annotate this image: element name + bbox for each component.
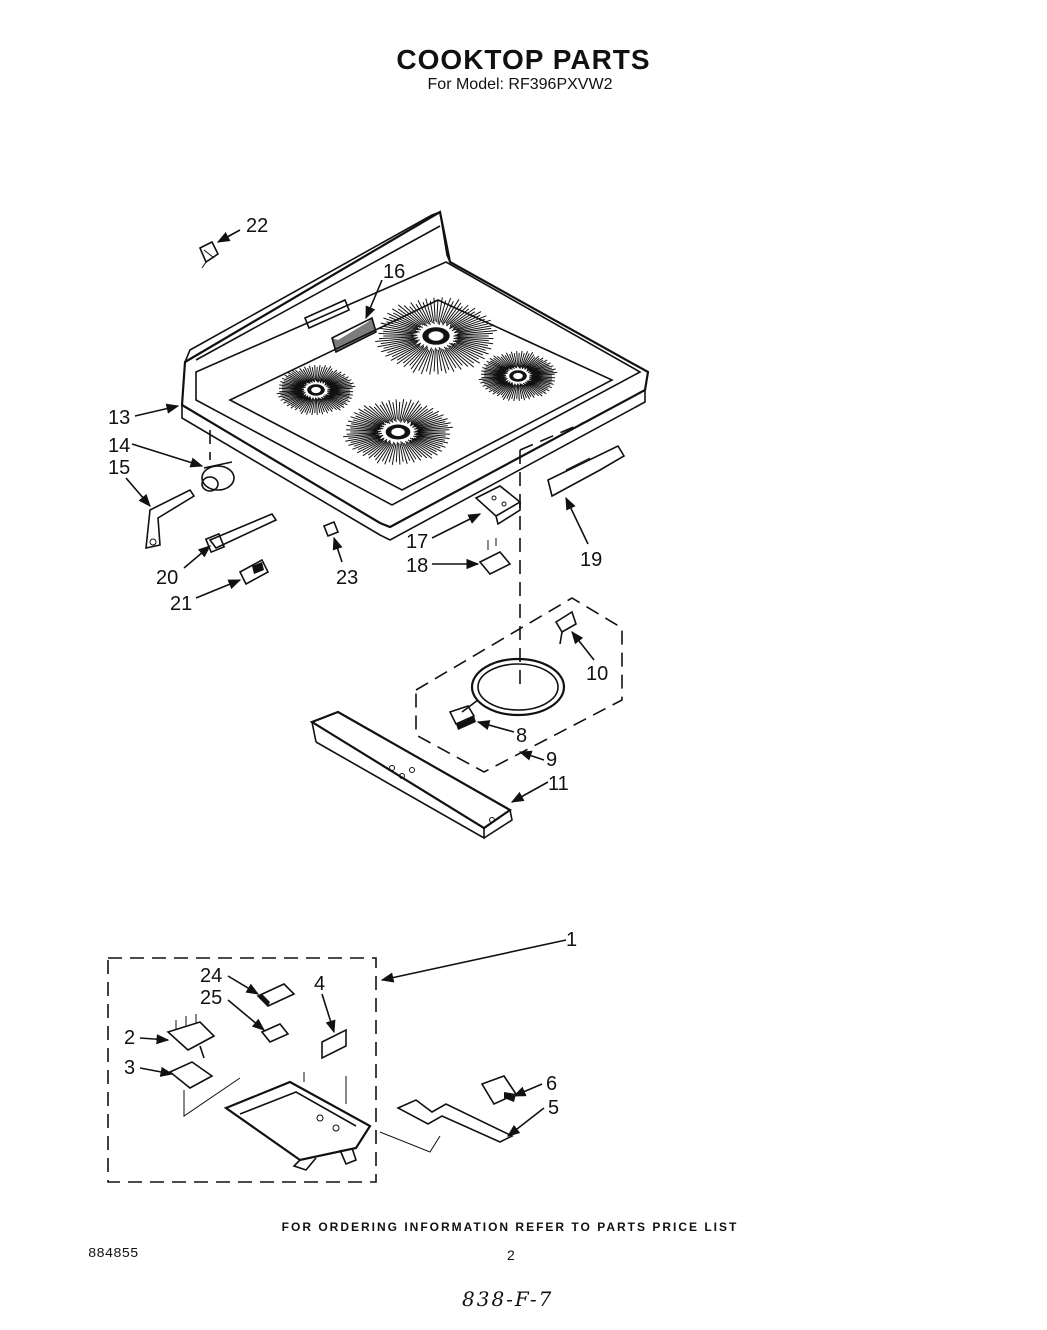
page-number: 2: [507, 1247, 515, 1263]
part-20-rod: [204, 513, 278, 554]
callout-1: 1: [566, 929, 577, 951]
page-title: COOKTOP PARTS: [396, 44, 651, 75]
callout-24: 24: [200, 965, 222, 987]
callout-6: 6: [546, 1073, 557, 1095]
burner-front-left: [276, 364, 356, 416]
cooktop-panel: [180, 210, 650, 541]
model-line: For Model: RF396PXVW2: [427, 76, 613, 93]
burner-back-left: [375, 297, 497, 375]
burner-back-right: [478, 350, 558, 402]
callout-14: 14: [108, 435, 130, 457]
callout-9: 9: [546, 749, 557, 771]
part-22-screw: [198, 240, 220, 269]
callout-19: 19: [580, 549, 602, 571]
part-11-support-rail: [309, 710, 513, 840]
callout-13: 13: [108, 407, 130, 429]
part-18-switch: [478, 538, 512, 575]
part-9-element-group: [415, 597, 623, 773]
callout-16: 16: [383, 261, 405, 283]
part-17-bracket: [474, 485, 522, 526]
callout-15: 15: [108, 457, 130, 479]
ordering-note: FOR ORDERING INFORMATION REFER TO PARTS …: [281, 1220, 739, 1234]
callout-11: 11: [548, 773, 569, 795]
document-number: 884855: [88, 1246, 139, 1262]
callout-22: 22: [246, 215, 268, 237]
part-23-nut: [322, 520, 340, 538]
leader-lines: [125, 229, 595, 1137]
callout-17: 17: [406, 531, 428, 553]
handwritten-note: 838-F-7: [462, 1287, 554, 1311]
radiant-burners: [276, 297, 558, 465]
burner-front-right: [343, 399, 453, 465]
callout-25: 25: [200, 987, 222, 1009]
callout-20: 20: [156, 567, 178, 589]
callout-3: 3: [124, 1057, 135, 1079]
part-15-terminal: [145, 488, 196, 550]
callout-18: 18: [406, 555, 428, 577]
part-14-bushing: [201, 461, 235, 492]
part-21-clip: [238, 558, 270, 586]
callout-8: 8: [516, 725, 527, 747]
part-1-switch-kit: [107, 957, 377, 1183]
part-19-strip: [547, 444, 626, 498]
part-6-block: [480, 1075, 518, 1106]
callout-21: 21: [170, 593, 192, 615]
callout-10: 10: [586, 663, 608, 685]
callout-2: 2: [124, 1027, 135, 1049]
callout-23: 23: [336, 567, 358, 589]
callout-4: 4: [314, 973, 325, 995]
part-5-lead: [379, 1099, 514, 1153]
callout-5: 5: [548, 1097, 559, 1119]
